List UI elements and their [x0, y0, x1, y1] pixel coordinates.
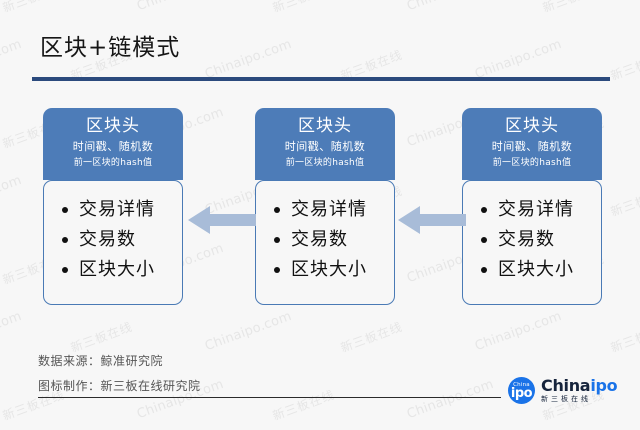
arrow-left-icon [188, 206, 256, 234]
arrow-left-2 [398, 203, 466, 237]
bullet-icon [274, 207, 280, 213]
block-2-header-line1: 时间戳、随机数 [284, 140, 366, 153]
footer-divider [38, 397, 501, 399]
watermark: 新三板在线 [68, 319, 135, 356]
watermark: Chinaipo.com [473, 308, 564, 355]
block-2-item-3-label: 区块大小 [291, 259, 367, 280]
watermark: 新三板在线 [0, 0, 67, 16]
chinaipo-mark-icon: China ipo [508, 377, 535, 404]
block-3-item-1-label: 交易详情 [498, 199, 574, 220]
block-1-header-line1: 时间戳、随机数 [72, 140, 154, 153]
watermark: Chinaipo.com [0, 308, 24, 355]
logo-word-part1: China [541, 376, 591, 395]
block-2-item-1-label: 交易详情 [291, 199, 367, 220]
bullet-icon [274, 267, 280, 273]
block-3-item-2-label: 交易数 [498, 229, 555, 250]
logo-word-part2: ipo [590, 376, 618, 395]
block-2: 区块头 时间戳、随机数 前一区块的hash值 交易详情 交易数 区块大小 [255, 108, 395, 305]
block-3-header-line2: 前一区块的hash值 [492, 158, 572, 168]
block-3-item-2: 交易数 [481, 225, 601, 255]
watermark: 新三板在线 [608, 47, 640, 84]
block-1-header-title: 区块头 [86, 116, 140, 136]
footer-source: 数据来源：鲸准研究院 [38, 354, 164, 368]
block-2-header-line2: 前一区块的hash值 [285, 158, 365, 168]
watermark: 新三板在线 [608, 319, 640, 356]
watermark: Chinaipo.com [405, 0, 496, 14]
chinaipo-logo: China ipo Chinaipo 新三板在线 [508, 376, 618, 404]
watermark: Chinaipo.com [203, 36, 294, 83]
block-1: 区块头 时间戳、随机数 前一区块的hash值 交易详情 交易数 区块大小 [43, 108, 183, 305]
block-2-body: 交易详情 交易数 区块大小 [255, 180, 395, 305]
watermark: 新三板在线 [270, 387, 337, 424]
logo-mark-bottom: ipo [510, 385, 533, 401]
watermark: Chinaipo.com [0, 36, 24, 83]
page-title: 区块+链模式 [40, 35, 181, 61]
block-1-item-2-label: 交易数 [79, 229, 136, 250]
logo-mark-top: China [513, 381, 530, 388]
bullet-icon [481, 237, 487, 243]
watermark: 新三板在线 [338, 319, 405, 356]
block-2-item-1: 交易详情 [274, 195, 394, 225]
block-1-item-1: 交易详情 [62, 195, 182, 225]
block-3-header-line1: 时间戳、随机数 [491, 140, 573, 153]
block-3-item-3: 区块大小 [481, 255, 601, 285]
logo-wordmark: Chinaipo [541, 376, 618, 395]
watermark: Chinaipo.com [203, 308, 294, 355]
watermark: 新三板在线 [540, 0, 607, 16]
block-1-body: 交易详情 交易数 区块大小 [43, 180, 183, 305]
block-2-item-2: 交易数 [274, 225, 394, 255]
logo-subtitle: 新三板在线 [541, 395, 591, 403]
block-2-item-3: 区块大小 [274, 255, 394, 285]
watermark: Chinaipo.com [135, 0, 226, 14]
logo-text: Chinaipo 新三板在线 [541, 376, 618, 404]
title-divider [32, 77, 610, 81]
block-2-item-2-label: 交易数 [291, 229, 348, 250]
block-3-item-3-label: 区块大小 [498, 259, 574, 280]
block-3-item-1: 交易详情 [481, 195, 601, 225]
bullet-icon [274, 237, 280, 243]
bullet-icon [481, 207, 487, 213]
watermark: Chinaipo.com [473, 36, 564, 83]
footer-credit: 图标制作：新三板在线研究院 [38, 379, 201, 393]
watermark: 新三板在线 [270, 0, 337, 16]
block-3-body: 交易详情 交易数 区块大小 [462, 180, 602, 305]
arrow-left-1 [188, 203, 256, 237]
block-3-header-title: 区块头 [505, 116, 559, 136]
block-1-item-3: 区块大小 [62, 255, 182, 285]
block-3: 区块头 时间戳、随机数 前一区块的hash值 交易详情 交易数 区块大小 [462, 108, 602, 305]
block-1-header: 区块头 时间戳、随机数 前一区块的hash值 [43, 108, 183, 180]
bullet-icon [62, 207, 68, 213]
block-1-header-line2: 前一区块的hash值 [73, 158, 153, 168]
bullet-icon [481, 267, 487, 273]
bullet-icon [62, 237, 68, 243]
block-2-header-title: 区块头 [298, 116, 352, 136]
block-1-item-2: 交易数 [62, 225, 182, 255]
block-1-item-1-label: 交易详情 [79, 199, 155, 220]
block-2-header: 区块头 时间戳、随机数 前一区块的hash值 [255, 108, 395, 180]
bullet-icon [62, 267, 68, 273]
watermark: Chinaipo.com [0, 172, 24, 219]
watermark: Chinaipo.com [405, 376, 496, 423]
arrow-left-icon [398, 206, 466, 234]
block-1-item-3-label: 区块大小 [79, 259, 155, 280]
watermark: 新三板在线 [608, 183, 640, 220]
block-3-header: 区块头 时间戳、随机数 前一区块的hash值 [462, 108, 602, 180]
